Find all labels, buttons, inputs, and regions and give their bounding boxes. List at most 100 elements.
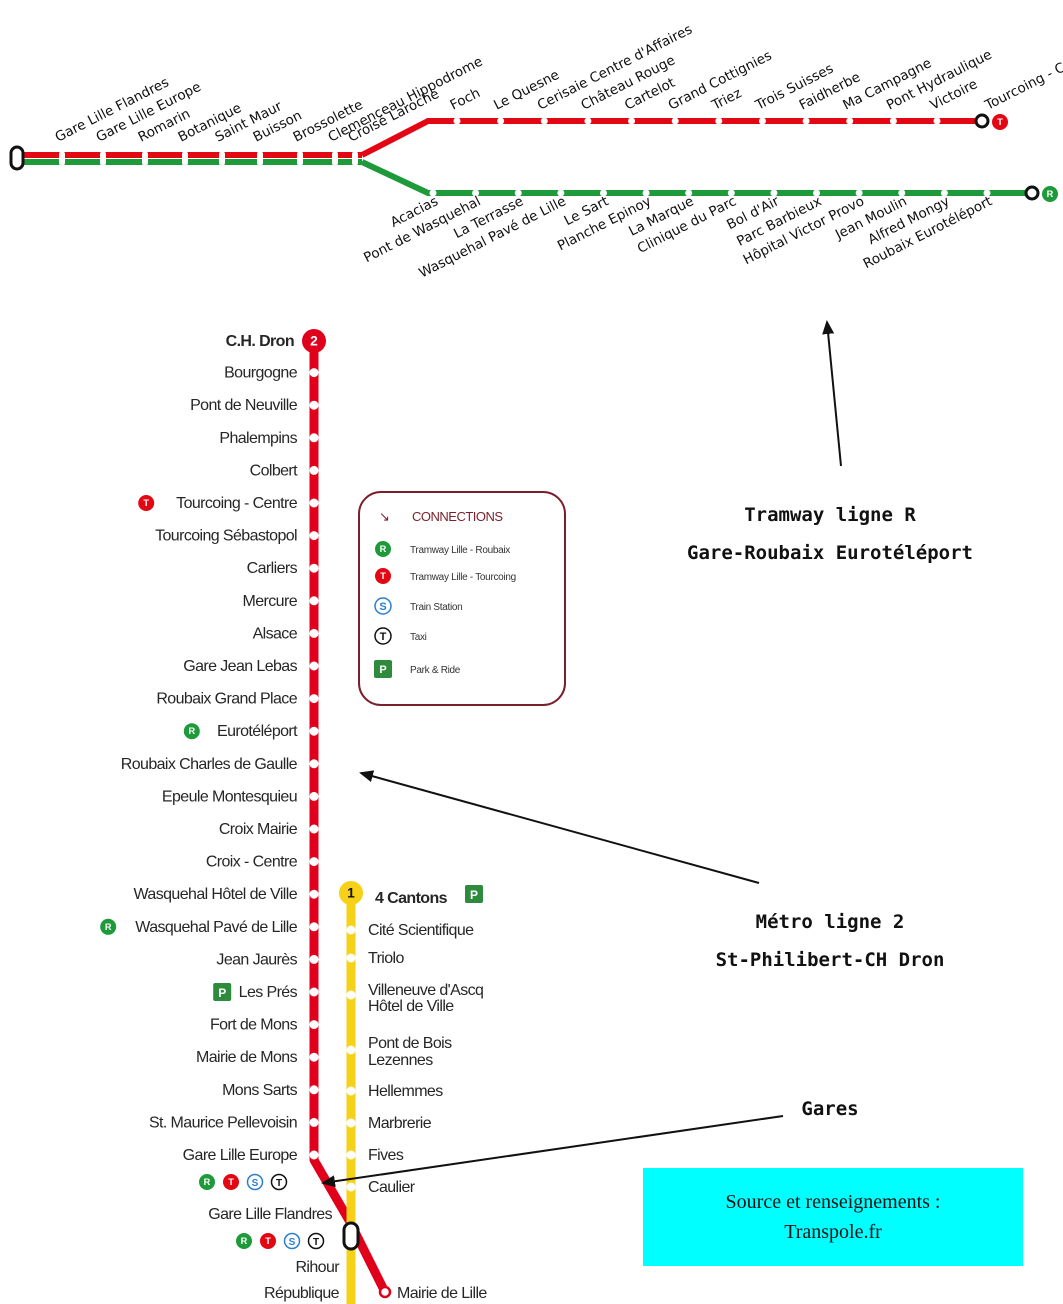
tram-t-connection-icon-letter: T [228, 1177, 234, 1187]
legend-item-label: Tramway Lille - Tourcoing [410, 572, 516, 583]
metro-station-dot [309, 596, 319, 606]
metro2-station-label: Eurotéléport [217, 723, 298, 740]
tram-station-dot [898, 189, 906, 197]
metro1-station-label: Hellemmes [368, 1083, 443, 1100]
tram-r-connection-icon-circle [100, 918, 117, 935]
metro2-station-label: Pont de Neuville [190, 397, 298, 414]
tram-station-dot [584, 117, 592, 125]
metro1-station-label: Lezennes [368, 1052, 433, 1069]
tram-station-dot [182, 151, 188, 166]
tram-start-terminal-icon [9, 145, 25, 171]
legend-title: CONNECTIONS [412, 509, 503, 524]
metro2-badge-icon-circle [302, 329, 326, 353]
tram-station-dot [758, 117, 766, 125]
metro2-station-label: Fort de Mons [210, 1017, 298, 1034]
metro-station-dot [309, 368, 319, 378]
metro-station-dot [346, 953, 356, 963]
tram-station-dot [889, 117, 897, 125]
metro2-line [309, 340, 390, 1295]
metro-station-dot [309, 433, 319, 443]
legend-tram-r-icon-circle [375, 541, 391, 557]
metro2-badge-icon: 2 [302, 329, 326, 353]
metro-station-dot [309, 922, 319, 932]
metro-station-dot [309, 531, 319, 541]
metro-station-dot [346, 1086, 356, 1096]
tram-station-dot [940, 189, 948, 197]
taxi-icon-letter: T [276, 1178, 282, 1189]
tram-station-dot [472, 189, 480, 197]
metro1-station-label: Pont de Bois [368, 1035, 452, 1052]
tram-t-connection-icon: T [223, 1174, 239, 1190]
tram-t-badge-icon-letter: T [997, 117, 1003, 127]
metro2-station-label: Bourgogne [224, 365, 298, 382]
metro1-badge-icon-letter: 1 [347, 886, 355, 901]
tram-station-dot [715, 117, 723, 125]
metro-station-dot [346, 1182, 356, 1192]
tram-r-connection-icon-letter: R [241, 1236, 248, 1246]
metro-annotation-line1: Métro ligne 2 [755, 911, 905, 933]
tram-r-connection-icon: R [183, 723, 200, 740]
tram-r-connection-icon: R [199, 1174, 215, 1190]
legend-park-ride-icon [374, 660, 392, 678]
tram-station-dot [983, 189, 991, 197]
legend-tram-r-icon: R [375, 541, 391, 557]
metro-station-dot [309, 498, 319, 508]
metro-station-dot [346, 925, 356, 935]
metro-station-dot [309, 1085, 319, 1095]
tram-r-branch [360, 159, 1030, 196]
metro2-station-label: Phalempins [219, 430, 297, 447]
metro2-station-label: Gare Jean Lebas [183, 658, 297, 675]
metro2-station-label: Mons Sarts [222, 1082, 298, 1099]
gares-annotation: Gares [801, 1098, 859, 1120]
metro1-badge-icon-circle [339, 881, 363, 905]
tram-station-dot [540, 117, 548, 125]
tram-station-dot [802, 117, 810, 125]
metro-station-dot [309, 1117, 319, 1127]
tram-r-connection-icon-letter: R [188, 726, 195, 736]
metro2-station-label: Alsace [253, 625, 298, 642]
metro-rihour-label: Rihour [295, 1259, 340, 1276]
tram-r-connection-icon: R [236, 1233, 252, 1249]
metro-annotation: Métro ligne 2 St-Philibert-CH Dron [640, 903, 1020, 979]
tram-annotation: Tramway ligne R Gare-Roubaix Eurotélépor… [640, 496, 1020, 572]
tram-stations: TR [9, 113, 1058, 202]
park-ride-icon-letter: P [218, 986, 226, 1000]
tram-r-terminal-icon [1024, 185, 1040, 201]
metro-republique-label: République [264, 1285, 340, 1302]
metro2-station-label: Epeule Montesquieu [162, 788, 297, 805]
train-station-icon [283, 1232, 301, 1250]
legend-arrow-icon: ↘ [379, 510, 390, 525]
tram-station-dot [813, 189, 821, 197]
tram-station-dot [846, 117, 854, 125]
source-box[interactable]: Source et renseignements : Transpole.fr [643, 1168, 1023, 1266]
metro-station-dot [309, 954, 319, 964]
metro2-station-label: Mercure [243, 593, 298, 610]
park-ride-icon-letter: P [470, 888, 478, 902]
legend-taxi-icon [374, 627, 392, 645]
source-link[interactable]: Transpole.fr [784, 1221, 882, 1243]
tram-r-connection-icon: R [100, 918, 117, 935]
metro2-terminus-label: C.H. Dron [226, 333, 294, 350]
tram-t-connection-icon-circle [223, 1174, 239, 1190]
legend-tram-t-icon-circle [375, 568, 391, 584]
source-line1: Source et renseignements : [725, 1191, 941, 1213]
tram-t-badge-icon: T [992, 114, 1008, 130]
train-station-icon [246, 1173, 264, 1191]
metro-station-dot [346, 1150, 356, 1160]
metro1-terminus-label: 4 Cantons [375, 890, 448, 907]
metro1-station-label: Fives [368, 1147, 404, 1164]
tram-station-dot [142, 151, 148, 166]
metro2-station-label: Mairie de Mons [196, 1049, 298, 1066]
metro-station-dot [378, 1285, 392, 1299]
metro2-station-label: St. Maurice Pellevoisin [149, 1114, 297, 1131]
tram-station-dot [219, 151, 225, 166]
train-station-icon-letter: S [289, 1237, 296, 1248]
tram-station-dot [514, 189, 522, 197]
tram-r-connection-icon-letter: R [105, 922, 112, 932]
metro1-station-label: Marbrerie [368, 1115, 432, 1132]
tram-r-connection-icon-circle [183, 723, 200, 740]
park-ride-icon [213, 983, 232, 1001]
metro2-station-label: Tourcoing - Centre [176, 495, 298, 512]
metro-station-dot [309, 661, 319, 671]
